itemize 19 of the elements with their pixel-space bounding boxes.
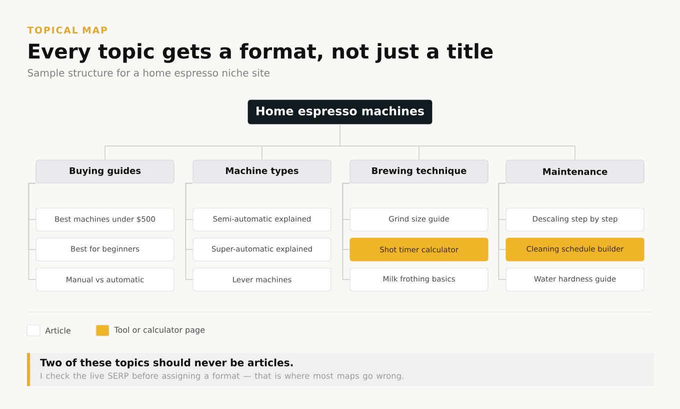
title: Every topic gets a format, not just a title (29, 43, 493, 63)
connector-line (418, 146, 420, 160)
subtitle: Sample structure for a home espresso niche site (28, 68, 270, 79)
connector-line (574, 146, 576, 160)
connector-line (104, 146, 106, 160)
category-box: Maintenance (506, 160, 644, 184)
topic-box: Home espresso machines (248, 100, 432, 124)
connector-line (342, 182, 350, 280)
callout-box: Two of these topics should never be articles. I check the live SERP before assigning a format — that is where most maps go wrong. (27, 353, 654, 386)
connector-line (185, 182, 194, 280)
category-box: Brewing technique (350, 160, 488, 184)
connector-line (104, 124, 576, 146)
category-box: Machine types (192, 160, 332, 184)
category-box: Buying guides (36, 160, 174, 184)
connector-line (28, 182, 36, 280)
legend-label: Article (45, 327, 70, 334)
connector-line (498, 182, 506, 280)
eyebrow-label: TOPICAL MAP (27, 26, 107, 34)
legend-label: Tool or calculator page (114, 326, 205, 334)
